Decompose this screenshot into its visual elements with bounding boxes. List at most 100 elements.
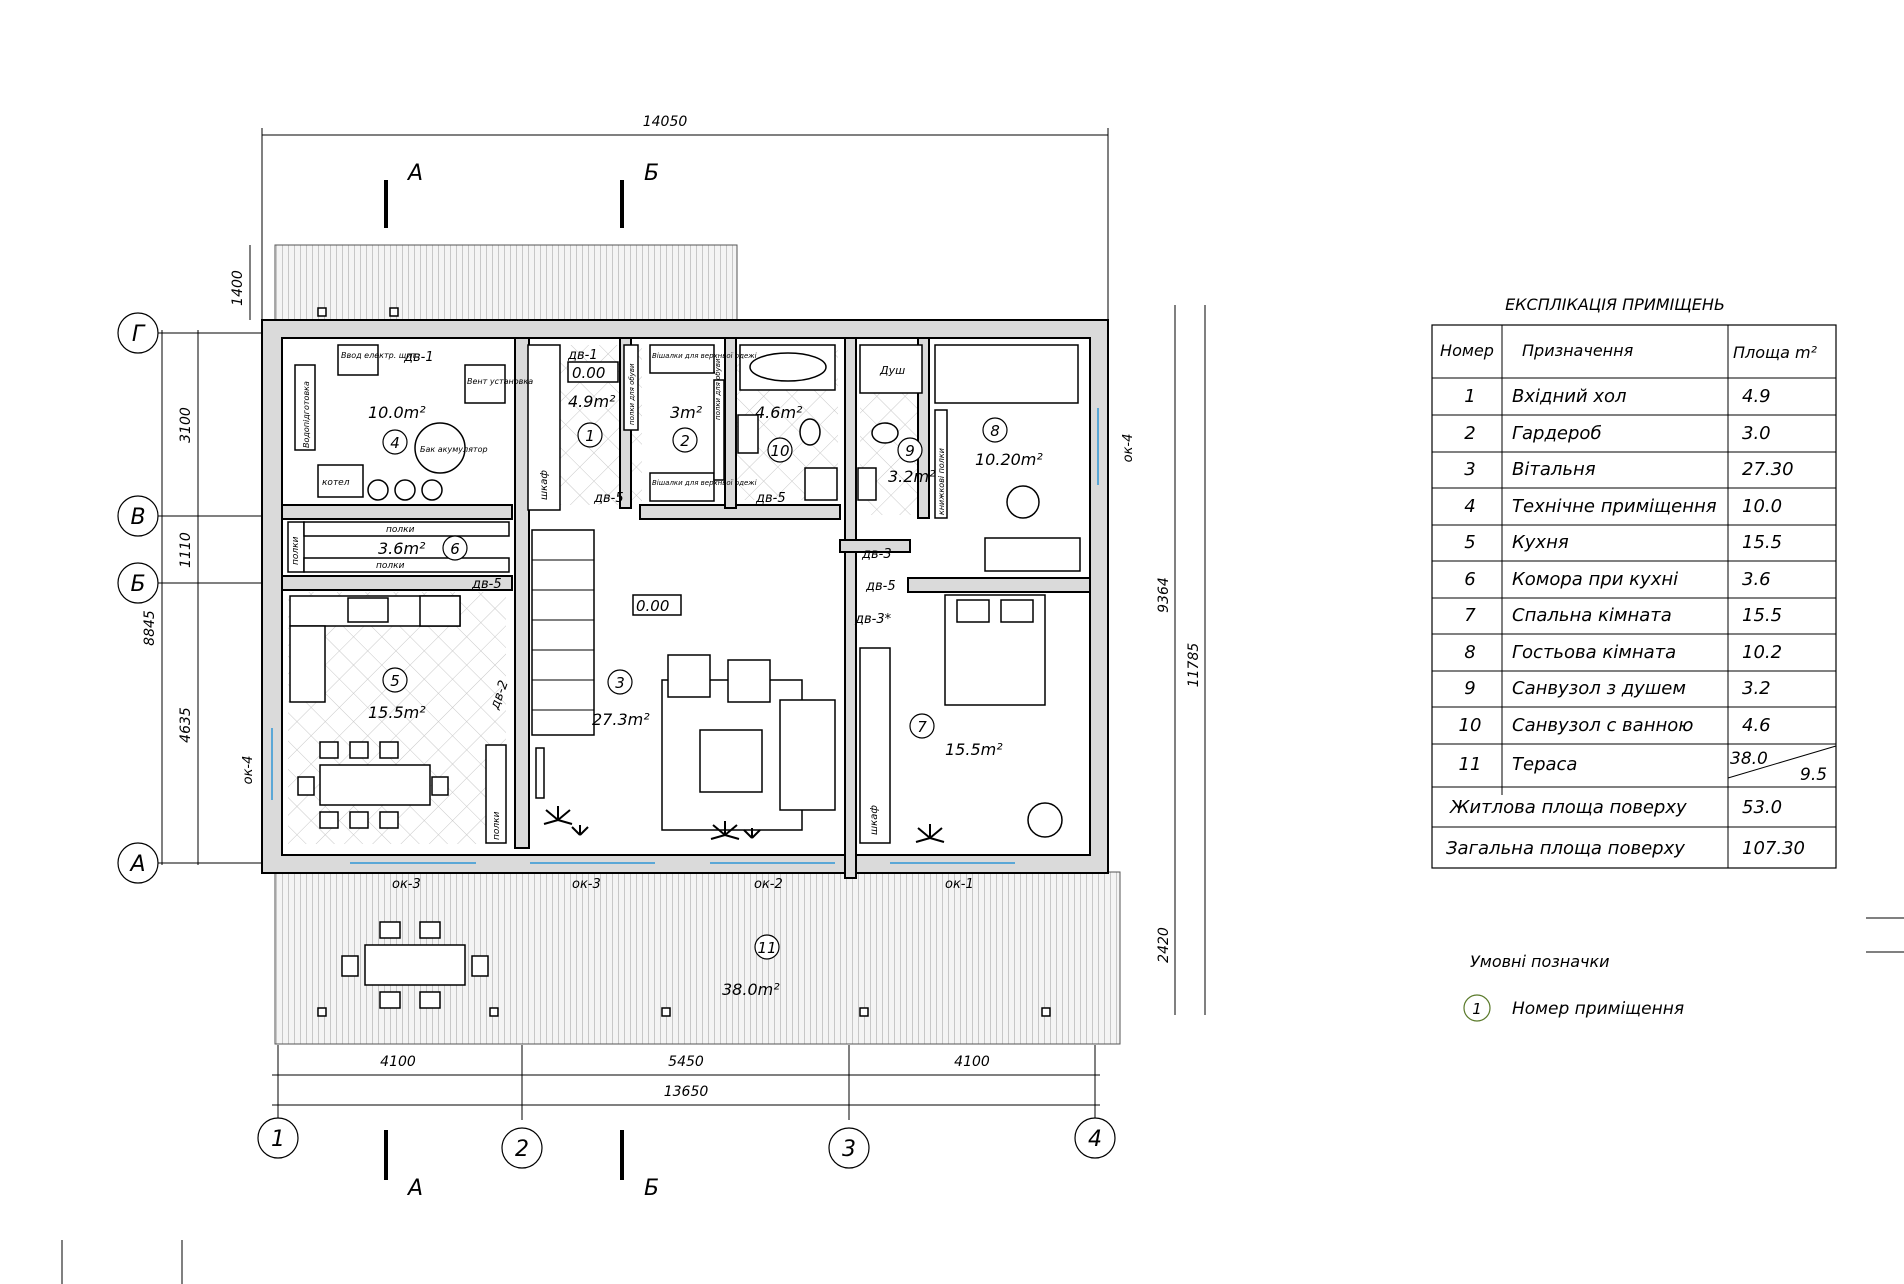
label-shower: Душ (879, 364, 905, 377)
label-hanger-1: Вішалки для верхньої одежі (652, 352, 757, 360)
door-dv3: дв-3 (861, 547, 892, 562)
room-area-6: 3.6m² (378, 539, 426, 558)
room-num-7: 7 (917, 718, 927, 736)
label-shelves-2: полки (376, 561, 405, 571)
dimension-lines (161, 128, 1206, 1106)
level-living: 0.00 (636, 597, 669, 615)
label-elec: Ввод електр. щит (341, 351, 417, 360)
room-area-7: 15.5m² (945, 740, 1003, 759)
room-num-2: 2 (680, 432, 690, 450)
explication-row-area: 10.2 (1742, 642, 1782, 663)
room-num-3: 3 (615, 674, 625, 692)
explication-row-name: Технічне приміщення (1512, 496, 1717, 517)
explication-row-area: 27.30 (1742, 459, 1794, 480)
label-hanger-2: Вішалки для верхньої одежі (652, 479, 757, 487)
axis-col-1: 1 (271, 1127, 285, 1152)
legend-title: Умовні позначки (1470, 952, 1610, 971)
explication-terrace-num: 11 (1459, 754, 1482, 775)
axis-circles (117, 312, 1116, 1169)
dim-8845: 8845 (142, 610, 158, 646)
room-area-10: 4.6m² (755, 403, 803, 422)
explication-row-name: Спальна кімната (1512, 605, 1672, 626)
section-b-bottom: Б (644, 1176, 659, 1201)
dim-bottom-4100-a: 4100 (380, 1054, 416, 1070)
explication-total-value: 107.30 (1742, 838, 1805, 859)
room-area-8: 10.20m² (975, 450, 1043, 469)
explication-row-name: Вітальня (1512, 459, 1596, 480)
explication-header-purpose: Призначення (1522, 341, 1634, 360)
dim-bottom-4100-b: 4100 (954, 1054, 990, 1070)
axis-col-2: 2 (515, 1137, 529, 1162)
legend-text: Номер приміщення (1512, 999, 1684, 1019)
outer-wall (261, 319, 1109, 874)
explication-total-label: Загальна площа поверху (1446, 838, 1685, 859)
dim-total-top: 14050 (643, 114, 688, 130)
explication-row-num: 5 (1464, 532, 1475, 553)
explication-table (1431, 324, 1837, 869)
explication-row-num: 3 (1464, 459, 1475, 480)
label-shelves-1: полки (386, 525, 415, 535)
furniture (287, 344, 1081, 1009)
label-water: Водопідготовка (302, 381, 311, 448)
label-shoes-2: полки для обуви (628, 363, 636, 425)
door-dv1-a: дв-1 (403, 350, 434, 365)
dim-1110: 1110 (178, 532, 194, 568)
explication-terrace-area-a: 38.0 (1730, 749, 1768, 769)
terrace-top (274, 244, 738, 324)
window-ok3-a: ок-3 (392, 877, 421, 892)
explication-row-name: Комора при кухні (1512, 569, 1678, 590)
room-num-11: 11 (757, 939, 776, 957)
explication-header-num: Номер (1440, 341, 1494, 360)
room-area-2: 3m² (670, 403, 703, 422)
axis-lines (155, 332, 1096, 1120)
dim-9364: 9364 (1156, 577, 1172, 613)
label-wardrobe-2: шкаф (869, 805, 880, 835)
explication-row-name: Гостьова кімната (1512, 642, 1676, 663)
dim-11785: 11785 (1186, 643, 1202, 688)
room-circles (382, 417, 1008, 960)
explication-living-label: Житлова площа поверху (1449, 797, 1687, 818)
explication-row-area: 3.6 (1742, 569, 1771, 590)
dim-3100: 3100 (178, 407, 194, 443)
axis-col-4: 4 (1088, 1127, 1102, 1152)
explication-terrace-area-b: 9.5 (1800, 765, 1827, 785)
level-entrance: 0.00 (572, 364, 605, 382)
door-dv5-b: дв-5 (755, 491, 786, 506)
legend-symbol: 1 (1472, 1000, 1482, 1018)
room-num-8: 8 (990, 422, 1000, 440)
room-num-5: 5 (390, 672, 400, 690)
room-area-11: 38.0m² (722, 980, 780, 999)
door-dv5-a: дв-5 (593, 491, 624, 506)
interior-walls (281, 337, 1091, 879)
explication-terrace-name: Тераса (1512, 754, 1577, 775)
room-num-6: 6 (450, 540, 460, 558)
section-a-top: А (406, 161, 423, 186)
label-bookshelf: книжкові полки (937, 448, 946, 515)
explication-title: ЕКСПЛІКАЦІЯ ПРИМІЩЕНЬ (1505, 295, 1725, 314)
room-num-1: 1 (585, 427, 595, 445)
dim-4635: 4635 (178, 707, 194, 743)
legend-room-circle (1463, 994, 1491, 1022)
dim-terrace-top: 1400 (230, 270, 246, 306)
explication-row-num: 1 (1464, 386, 1475, 407)
explication-row-area: 15.5 (1742, 605, 1782, 626)
explication-row-area: 10.0 (1742, 496, 1782, 517)
window-ok3-b: ок-3 (572, 877, 601, 892)
explication-row-name: Санвузол с ванною (1512, 715, 1693, 736)
axis-col-3: 3 (842, 1137, 856, 1162)
explication-row-area: 15.5 (1742, 532, 1782, 553)
explication-row-name: Вхідний хол (1512, 386, 1627, 407)
door-dv5-c: дв-5 (471, 577, 502, 592)
room-area-5: 15.5m² (368, 703, 426, 722)
dim-bottom-5450: 5450 (668, 1054, 704, 1070)
dim-bottom-13650: 13650 (664, 1084, 709, 1100)
label-water-heater: Бак акумулятор (420, 445, 488, 454)
explication-row-area: 4.9 (1742, 386, 1771, 407)
axis-row-b: Б (130, 572, 145, 597)
explication-row-name: Кухня (1512, 532, 1569, 553)
room-num-4: 4 (390, 434, 400, 452)
explication-row-num: 8 (1464, 642, 1475, 663)
room-area-3: 27.3m² (592, 710, 650, 729)
door-dv1-b: дв-1 (567, 348, 598, 363)
